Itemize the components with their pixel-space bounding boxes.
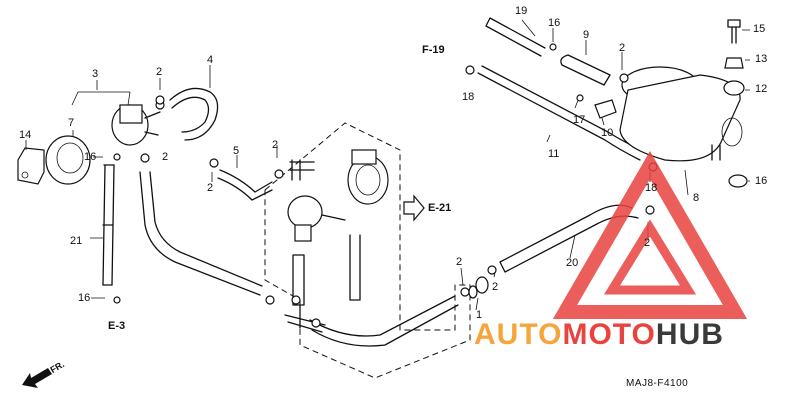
callout-2-e: 2 [619, 42, 626, 54]
hose-8 [560, 54, 611, 86]
t-connector [284, 304, 326, 333]
valve-3 [111, 100, 165, 146]
callout-18-a: 18 [462, 91, 475, 103]
callout-21: 20 [566, 257, 579, 269]
callout-19: 19 [515, 5, 528, 17]
inner-clamp [347, 149, 389, 205]
bolt-14 [727, 19, 741, 44]
watermark-text: AUTOMOTOHUB [474, 318, 724, 352]
diagram-code: MAJ8-F4100 [626, 378, 689, 389]
callout-3: 3 [92, 68, 99, 80]
hose-20 [102, 164, 115, 286]
callout-13: 14 [19, 129, 32, 141]
watermark-triangle-logo [552, 151, 748, 319]
inner-tube-b [349, 234, 361, 301]
callout-16-c: 16 [548, 17, 561, 29]
reference-e3: E-3 [108, 320, 126, 332]
callout-4: 4 [207, 54, 214, 66]
watermark-part-hub: HUB [655, 318, 724, 351]
reference-arrow-icon [403, 194, 425, 222]
callout-5: 5 [233, 145, 240, 157]
canister-7 [619, 66, 743, 162]
callout-2-d: 2 [207, 182, 214, 194]
callout-15: 16 [755, 175, 768, 187]
inner-tube-a [292, 254, 305, 306]
callout-2-b: 2 [162, 151, 169, 163]
inner-valve [287, 159, 346, 242]
callout-2-g: 2 [456, 256, 463, 268]
hose-19 [485, 17, 546, 57]
grommet-11 [723, 80, 745, 96]
callout-16-b: 16 [78, 292, 91, 304]
watermark-part-moto: MOTO [562, 318, 656, 351]
callout-6: 7 [68, 117, 75, 129]
callout-17: 17 [573, 114, 586, 126]
callout-2-h: 2 [492, 281, 499, 293]
callout-1: 1 [476, 309, 483, 321]
reference-e21: E-21 [428, 202, 452, 214]
grommet-15 [728, 174, 748, 188]
bracket-13 [17, 147, 45, 185]
callout-16-a: 16 [84, 151, 97, 163]
watermark-part-auto: AUTO [474, 318, 563, 351]
hose-5 [217, 169, 273, 201]
callout-2-c: 2 [272, 139, 279, 151]
callout-7: 8 [693, 192, 700, 204]
callout-11: 12 [755, 83, 768, 95]
hose-4 [169, 87, 219, 141]
hose-clips [113, 43, 658, 328]
callout-2-f: 2 [644, 237, 651, 249]
callout-12: 13 [755, 53, 768, 65]
front-arrow-icon [22, 368, 52, 388]
leader-lines [25, 19, 750, 311]
callout-2-a: 2 [156, 66, 163, 78]
callout-20: 21 [70, 235, 83, 247]
cap-12 [724, 57, 744, 69]
reference-f19: F-19 [422, 44, 445, 56]
callout-10: 11 [548, 148, 560, 160]
callout-18-b: 18 [645, 182, 658, 194]
clamp-6 [45, 135, 91, 185]
callout-8: 9 [583, 29, 590, 41]
connector-1 [468, 276, 489, 299]
valve-9 [594, 99, 617, 119]
lower-hose-left [139, 171, 263, 296]
callout-9: 10 [601, 127, 614, 139]
lower-hose-right [309, 295, 459, 347]
callout-14: 15 [753, 23, 766, 35]
